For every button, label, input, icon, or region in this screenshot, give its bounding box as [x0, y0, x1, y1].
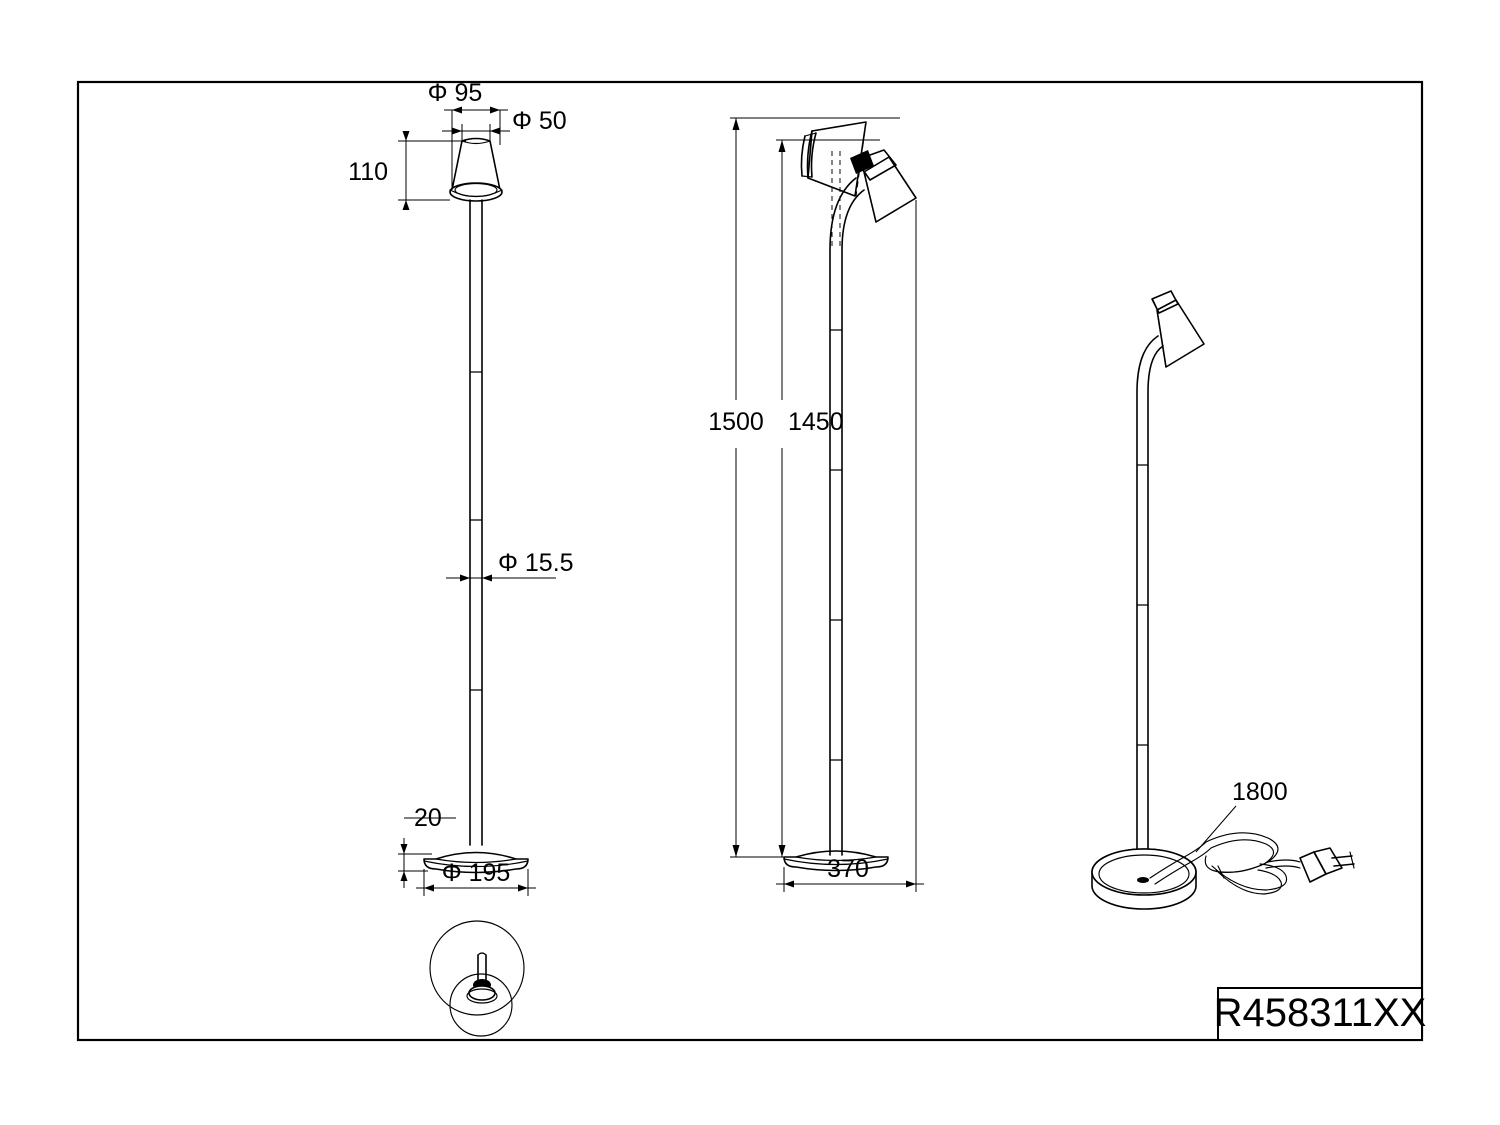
- part-number-label: R458311XX: [1214, 991, 1427, 1035]
- dim-label-overall-height: 1500: [708, 408, 764, 436]
- lamp-pole-side: [829, 150, 865, 856]
- shade-rim: [449, 182, 503, 202]
- lamp-pole-perspective: [1136, 335, 1164, 881]
- title-block-frame: [1217, 987, 1423, 1041]
- dim-shade-bot-dia: Φ 95: [428, 79, 508, 190]
- power-cord: 1800: [1149, 778, 1355, 895]
- dim-reach-depth: 370: [776, 200, 924, 892]
- lamp-shade-perspective: [1151, 290, 1205, 368]
- dim-label-base-dia: Φ 195: [442, 859, 511, 887]
- dim-label-head-height: 1450: [788, 408, 844, 436]
- view-perspective: 1800: [1091, 290, 1355, 910]
- title-block: R458311XX: [1214, 987, 1427, 1041]
- dim-label-shade-top-dia: Φ 50: [512, 107, 567, 135]
- dim-label-cord-length: 1800: [1232, 778, 1288, 806]
- plan-shade-circle: [449, 973, 513, 1037]
- lamp-head-up-position: [800, 121, 867, 197]
- dim-label-shade-bot-dia: Φ 95: [428, 79, 483, 107]
- dim-pole-dia: Φ 15.5: [446, 549, 574, 582]
- dim-overall-height: 1500: [708, 117, 900, 858]
- dim-head-height: 1450: [776, 139, 880, 857]
- lamp-base-perspective: [1091, 848, 1197, 910]
- lamp-base-side: [783, 850, 889, 872]
- view-front-elevation: Φ 95 Φ 50 110 Φ 15.5: [348, 79, 574, 896]
- sheet-border: [76, 80, 1424, 1042]
- dim-shade-height: 110: [348, 131, 466, 210]
- dim-base-thickness: 20: [398, 804, 456, 888]
- dim-shade-top-dia: Φ 50: [442, 107, 567, 141]
- view-plan-detail: [429, 920, 525, 1037]
- lamp-base-front: [423, 851, 529, 874]
- plan-base-circle: [429, 920, 525, 1016]
- lamp-shade-front: [449, 137, 503, 202]
- dim-label-pole-dia: Φ 15.5: [498, 549, 574, 577]
- dim-label-shade-height: 110: [348, 158, 388, 186]
- view-side-elevation: 1500 1450 370: [708, 117, 924, 892]
- dim-base-dia: Φ 195: [416, 859, 536, 896]
- lamp-pole-front: [469, 199, 483, 846]
- dim-label-reach-depth: 370: [827, 855, 869, 883]
